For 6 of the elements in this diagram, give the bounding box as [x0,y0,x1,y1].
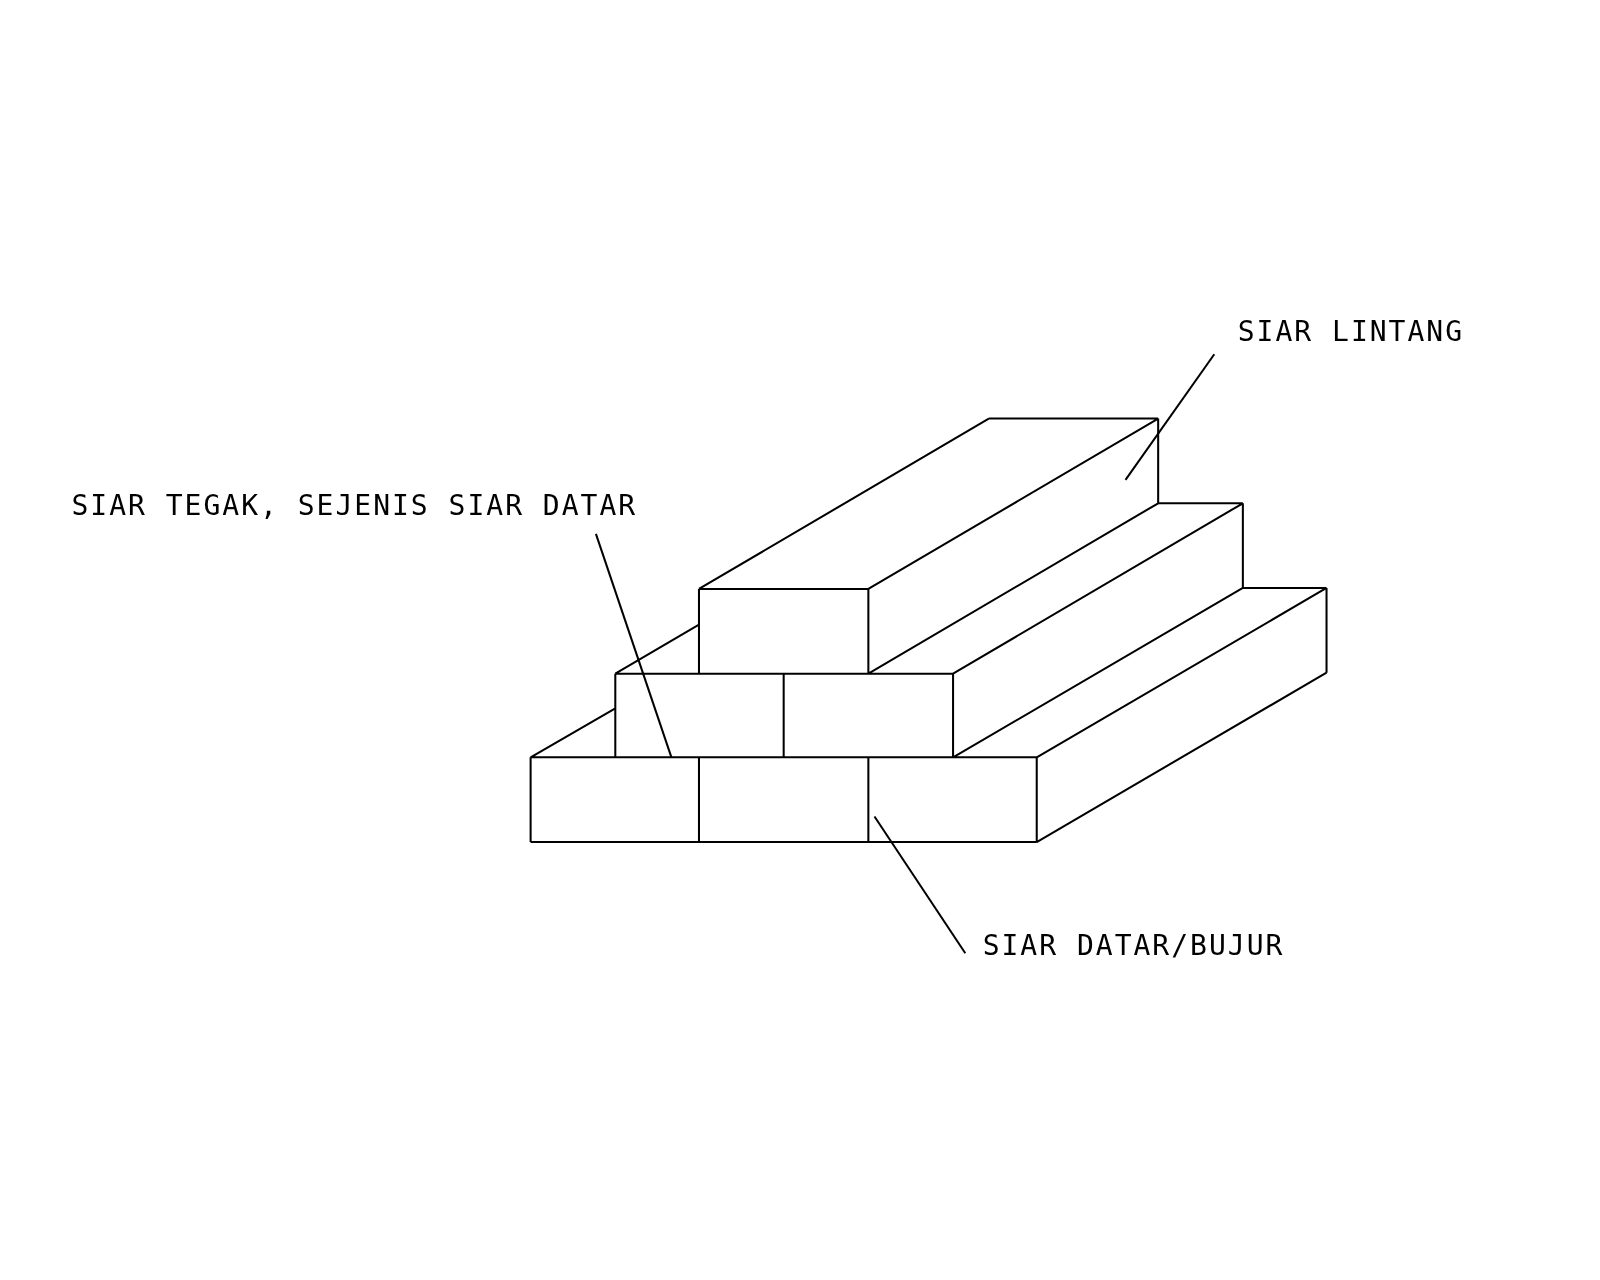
callout-label: SIAR LINTANG [1237,318,1465,347]
leader-line [594,533,673,758]
leader-line [873,815,967,954]
callout-label: SIAR DATAR/BUJUR [982,931,1285,960]
leader-line [1124,353,1216,481]
callout-label: SIAR TEGAK, SEJENIS SIAR DATAR [71,491,638,520]
